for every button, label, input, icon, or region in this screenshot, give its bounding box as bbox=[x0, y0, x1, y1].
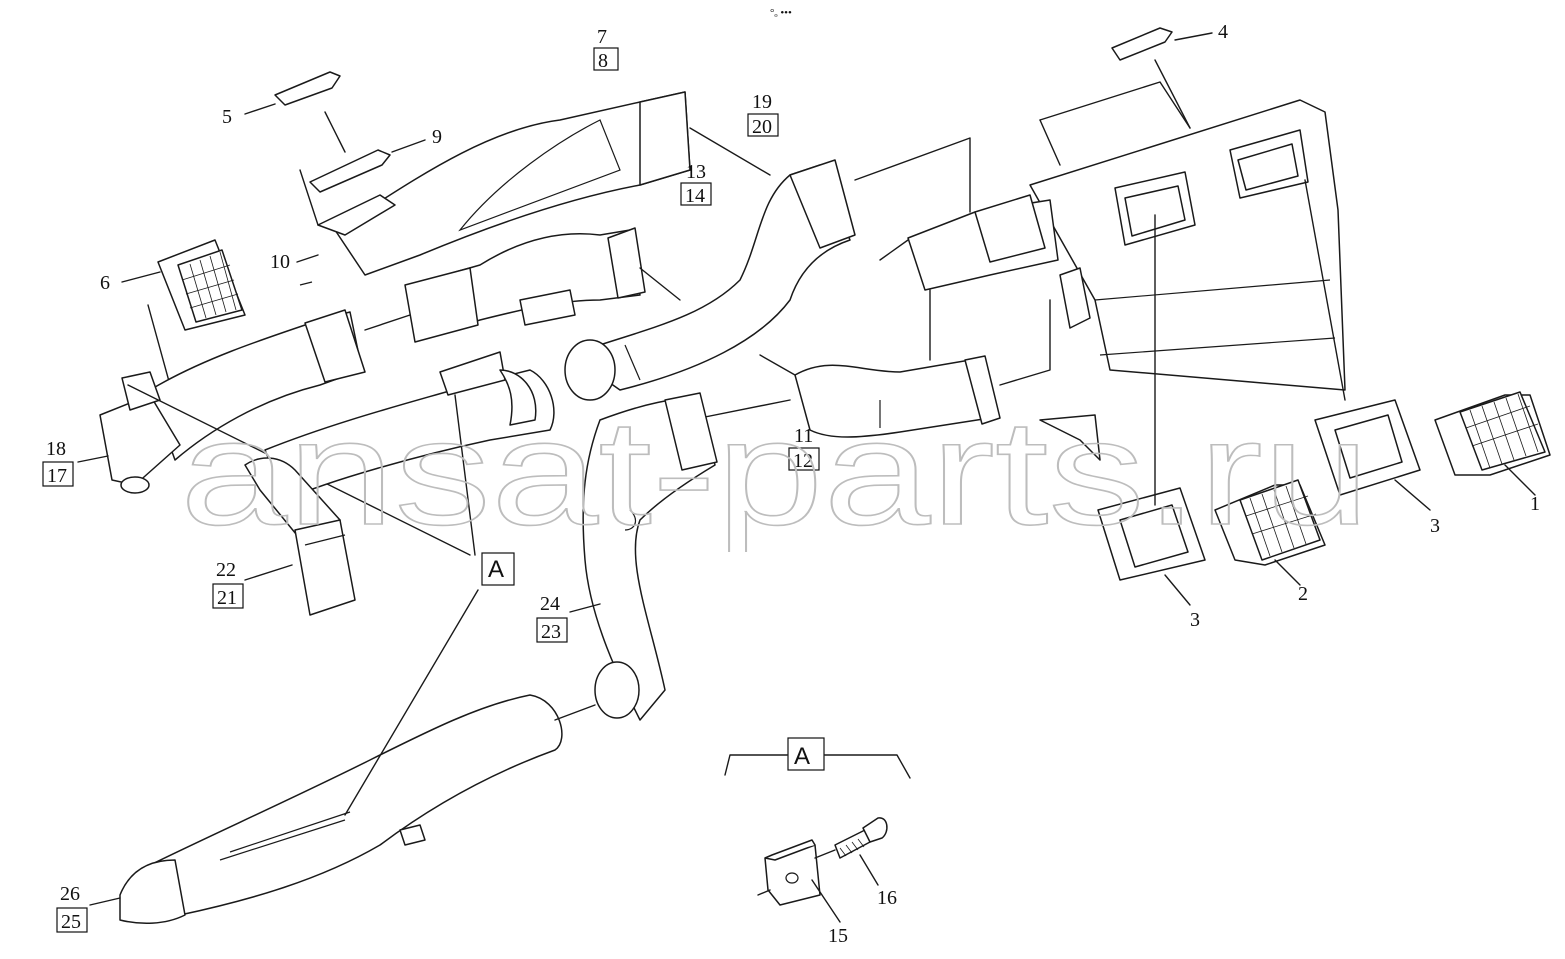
reference-marker-a: A bbox=[481, 552, 515, 586]
duct-25-26 bbox=[89, 589, 596, 925]
dashboard-vent-housing bbox=[1029, 59, 1346, 461]
label-10: 10 bbox=[270, 251, 290, 273]
part-6-grille bbox=[121, 239, 246, 386]
label-4: 4 bbox=[1218, 21, 1228, 43]
label-3-lower: 3 bbox=[1190, 609, 1200, 631]
label-7: 7 bbox=[597, 26, 607, 48]
duct-11-12 bbox=[689, 299, 1051, 438]
part-4-vent-slot bbox=[1111, 27, 1213, 61]
part-10-bracket bbox=[296, 169, 396, 286]
label-21: 21 bbox=[217, 587, 237, 609]
duct-19-20 bbox=[564, 127, 971, 401]
center-vent-connector bbox=[879, 194, 1059, 361]
label-16: 16 bbox=[877, 887, 897, 909]
label-24: 24 bbox=[540, 593, 560, 615]
label-2: 2 bbox=[1298, 583, 1308, 605]
part-3-ring-upper bbox=[1314, 399, 1431, 511]
top-mark: °ₒ ••• bbox=[770, 7, 792, 19]
detail-view-a bbox=[724, 737, 911, 923]
central-tube bbox=[244, 351, 555, 616]
label-17: 17 bbox=[47, 465, 67, 487]
label-14: 14 bbox=[685, 185, 705, 207]
label-25-box bbox=[56, 907, 88, 933]
label-12: 12 bbox=[793, 450, 813, 472]
label-21-box bbox=[212, 583, 244, 609]
label-9: 9 bbox=[432, 126, 442, 148]
label-14-box bbox=[680, 182, 712, 206]
part-5-vent-slot bbox=[244, 71, 341, 115]
label-1: 1 bbox=[1530, 493, 1540, 515]
part-9-vent-slot bbox=[309, 111, 426, 193]
label-11: 11 bbox=[794, 425, 813, 447]
detail-view-marker-a: A bbox=[794, 743, 810, 770]
label-18: 18 bbox=[46, 438, 66, 460]
label-23: 23 bbox=[541, 621, 561, 643]
label-8-box bbox=[593, 47, 619, 71]
label-22: 22 bbox=[216, 559, 236, 581]
label-19: 19 bbox=[752, 91, 772, 113]
label-3-upper: 3 bbox=[1430, 515, 1440, 537]
label-26: 26 bbox=[60, 883, 80, 905]
label-15: 15 bbox=[828, 925, 848, 947]
label-13: 13 bbox=[686, 161, 706, 183]
label-20-box bbox=[747, 113, 779, 137]
label-6: 6 bbox=[100, 272, 110, 294]
label-20: 20 bbox=[752, 116, 772, 138]
part-2-grille bbox=[1214, 479, 1326, 586]
duct-13-14 bbox=[364, 227, 681, 343]
part-labels: 1 2 3 3 4 5 6 7 8 9 10 11 12 13 14 15 16… bbox=[42, 21, 1540, 947]
label-25: 25 bbox=[61, 911, 81, 933]
reference-marker-a-text: A bbox=[488, 556, 504, 583]
label-23-box bbox=[536, 617, 568, 643]
duct-7-8 bbox=[334, 91, 691, 276]
label-12-box bbox=[788, 447, 820, 471]
duct-23-24 bbox=[569, 392, 718, 721]
label-8: 8 bbox=[598, 50, 608, 72]
label-5: 5 bbox=[222, 106, 232, 128]
label-17-box bbox=[42, 461, 74, 487]
part-3-ring-lower bbox=[1097, 179, 1346, 606]
part-1-grille bbox=[1434, 391, 1551, 496]
